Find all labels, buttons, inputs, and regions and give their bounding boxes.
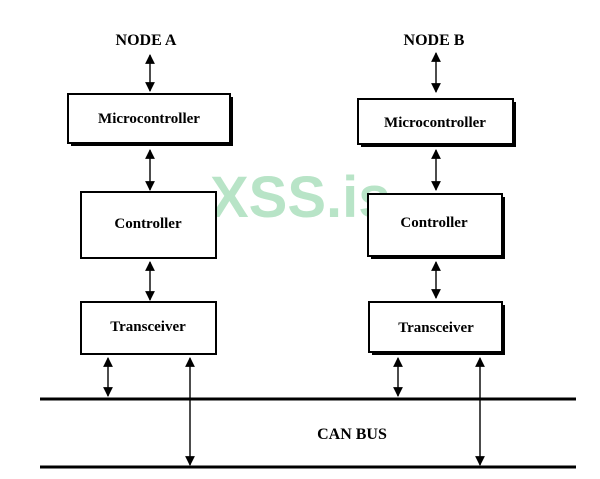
node-b: NODE B Microcontroller Controller Transc… (357, 32, 516, 466)
watermark-text: XSS.is (210, 165, 391, 230)
node-a-microcontroller-box (67, 93, 231, 144)
node-a-title: NODE A (116, 32, 177, 49)
node-b-microcontroller-label: Microcontroller (384, 115, 486, 131)
node-a-controller-box (80, 191, 217, 259)
node-b-microcontroller-box (357, 98, 514, 145)
node-a-transceiver-box (80, 301, 217, 355)
node-a-transceiver-label: Transceiver (110, 319, 186, 335)
can-bus-label: CAN BUS (317, 426, 387, 443)
node-b-transceiver-box (368, 301, 503, 353)
node-b-controller-box (367, 193, 503, 257)
node-b-controller-label: Controller (400, 215, 468, 231)
can-bus: CAN BUS (40, 397, 576, 469)
node-a: NODE A Microcontroller Controller Transc… (67, 32, 233, 466)
node-b-transceiver-label: Transceiver (398, 320, 474, 336)
node-b-title: NODE B (404, 32, 465, 49)
node-a-microcontroller-label: Microcontroller (98, 111, 200, 127)
node-a-controller-label: Controller (114, 216, 182, 232)
